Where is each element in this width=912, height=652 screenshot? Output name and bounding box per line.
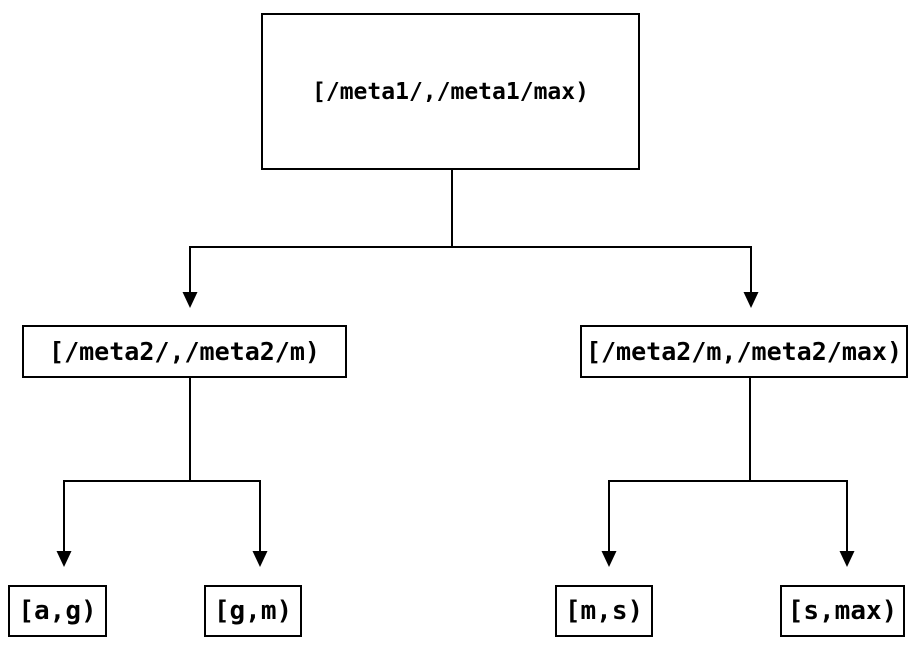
- arrowhead-to-leaf-ag: [56, 551, 72, 567]
- edge-root-to-level2: [189, 170, 752, 293]
- arrowhead-to-leaf-gm: [252, 551, 268, 567]
- node-level2-right-label: [/meta2/m,/meta2/max): [585, 337, 903, 366]
- node-leaf-ms: [m,s): [555, 585, 653, 637]
- node-leaf-ms-label: [m,s): [564, 596, 644, 626]
- node-level2-left: [/meta2/,/meta2/m): [22, 325, 347, 378]
- node-leaf-ag-label: [a,g): [18, 596, 97, 626]
- node-leaf-smax: [s,max): [780, 585, 905, 637]
- node-level2-left-label: [/meta2/,/meta2/m): [49, 337, 320, 366]
- node-leaf-ag: [a,g): [8, 585, 107, 637]
- arrowhead-to-left-node: [182, 292, 198, 308]
- edge-left-to-leaves: [63, 378, 261, 552]
- node-root-label: [/meta1/,/meta1/max): [312, 78, 589, 105]
- node-leaf-gm: [g,m): [204, 585, 302, 637]
- node-leaf-smax-label: [s,max): [787, 596, 898, 626]
- arrowhead-to-leaf-smax: [839, 551, 855, 567]
- arrowhead-to-leaf-ms: [601, 551, 617, 567]
- arrowhead-to-right-node: [743, 292, 759, 308]
- node-root: [/meta1/,/meta1/max): [261, 13, 640, 170]
- node-leaf-gm-label: [g,m): [213, 596, 293, 626]
- edge-right-to-leaves: [608, 378, 848, 552]
- node-level2-right: [/meta2/m,/meta2/max): [580, 325, 908, 378]
